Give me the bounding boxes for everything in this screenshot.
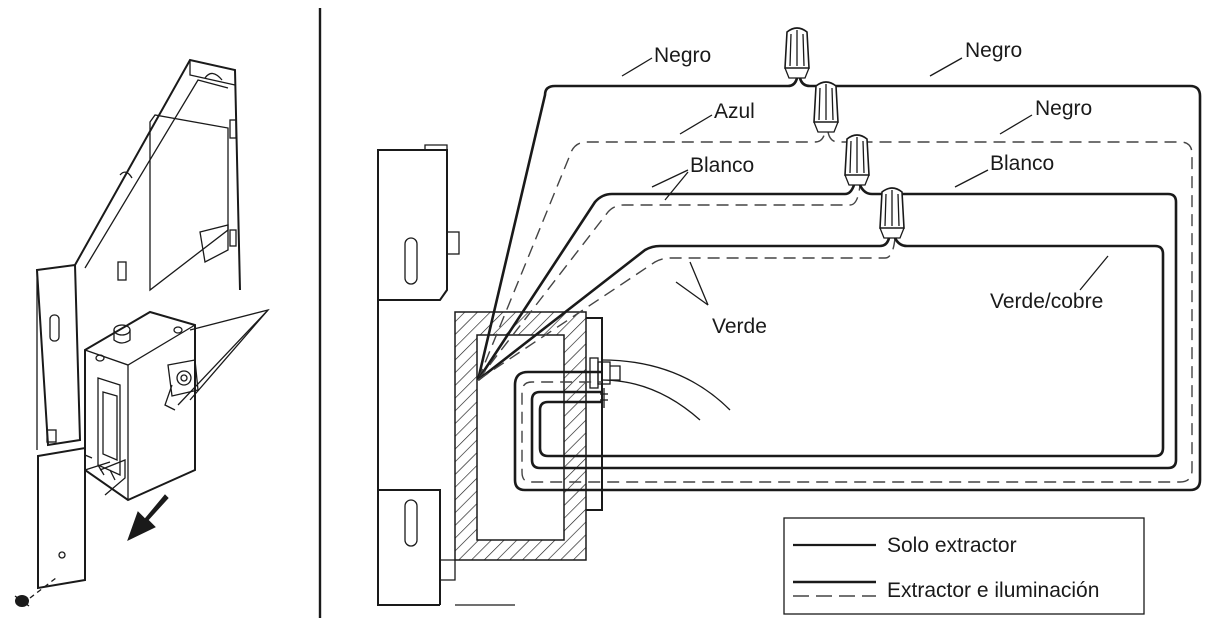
junction-box-section — [454, 311, 731, 561]
legend-extractor-iluminacion: Extractor e iluminación — [887, 579, 1099, 602]
legend: Solo extractor Extractor e iluminación — [783, 517, 1145, 615]
bracket-illustration — [14, 58, 270, 607]
mounting-bracket-side — [377, 144, 515, 606]
wire-labels: Negro Negro Azul Negro Blanco Blanco Ver… — [654, 39, 1103, 338]
label-negro-left: Negro — [654, 44, 711, 67]
wires — [476, 77, 1202, 492]
wire-nut-icon — [813, 81, 839, 133]
label-verde-cobre: Verde/cobre — [990, 290, 1103, 313]
label-negro-right-top: Negro — [965, 39, 1022, 62]
label-blanco-left: Blanco — [690, 154, 754, 177]
legend-box — [783, 517, 1145, 615]
wire-nut-icon — [879, 187, 905, 239]
wire-nut-icon — [784, 27, 810, 79]
label-verde: Verde — [712, 315, 767, 338]
wire-nut-icon — [844, 134, 870, 186]
label-negro-right-mid: Negro — [1035, 97, 1092, 120]
legend-solo-extractor: Solo extractor — [887, 534, 1017, 557]
leader-lines — [621, 57, 1109, 306]
label-blanco-right: Blanco — [990, 152, 1054, 175]
wire-nuts — [784, 27, 905, 239]
label-azul: Azul — [714, 100, 755, 123]
